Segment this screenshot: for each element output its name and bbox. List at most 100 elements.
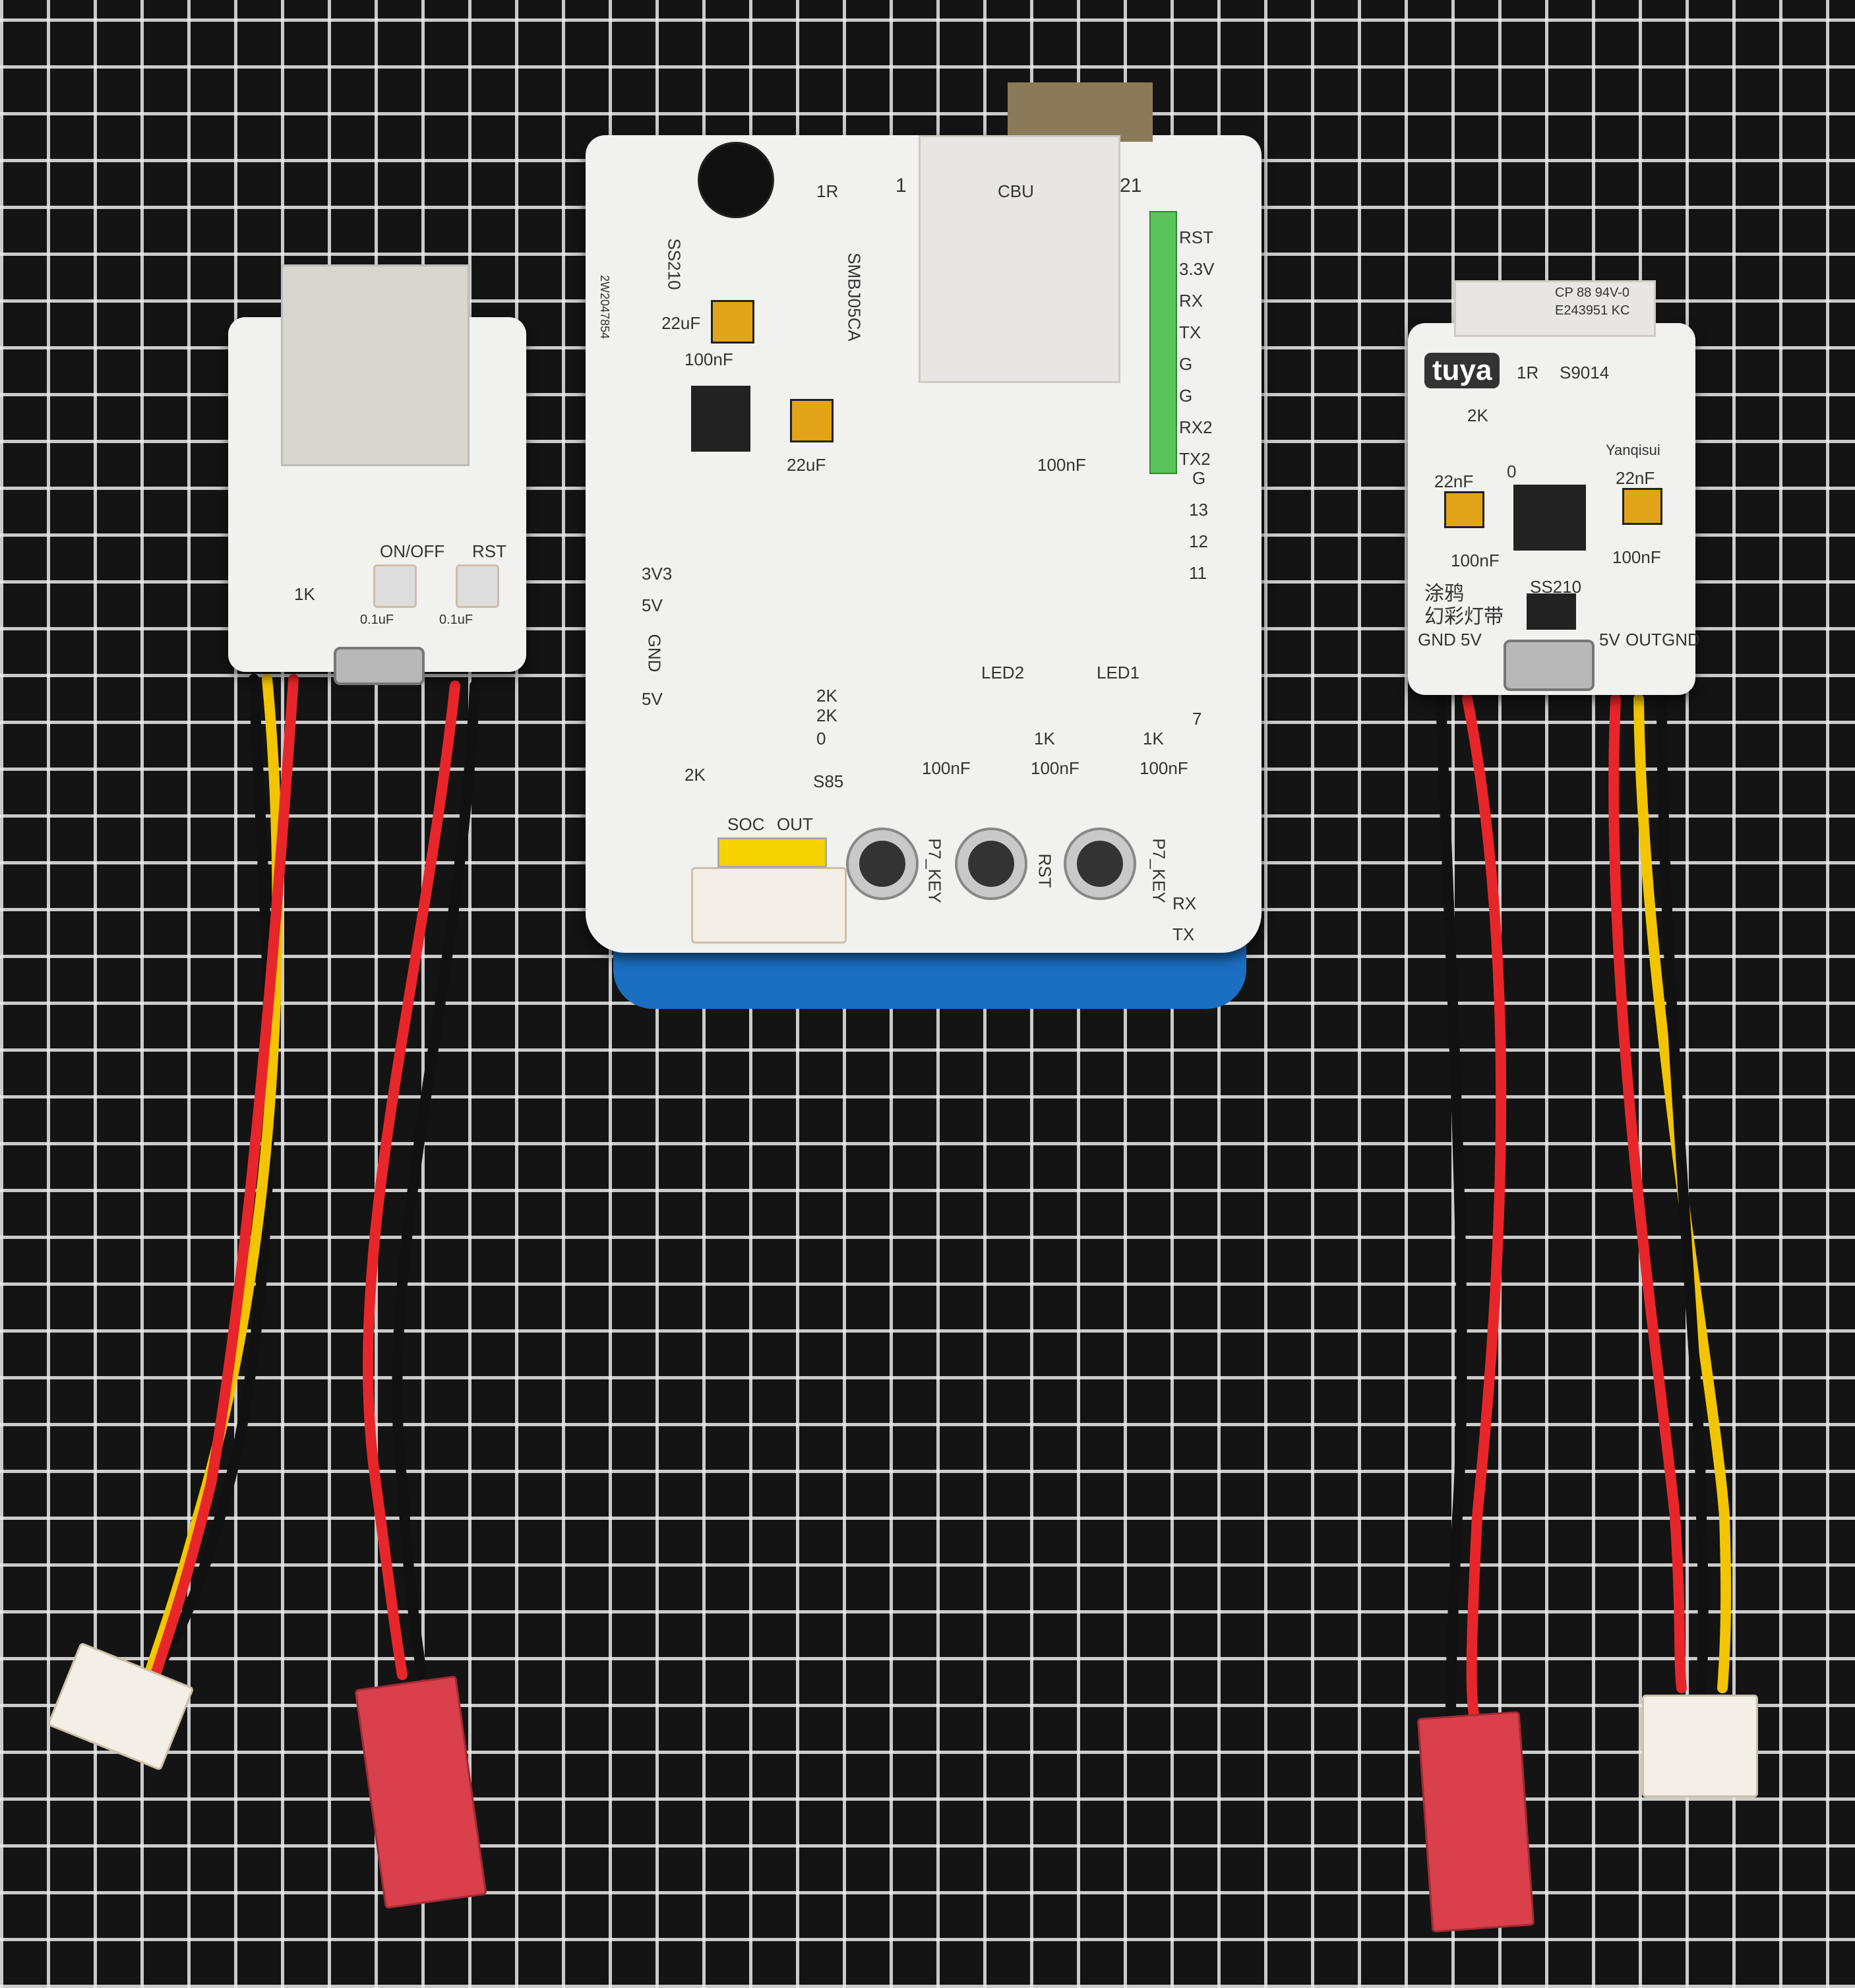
label-chinese-strip: 幻彩灯带 [1424,606,1504,628]
cap-22nf-1 [1444,491,1484,528]
right-pin-tx: TX [1172,924,1195,944]
regulator-chip [691,386,750,452]
right-pin-7: 7 [1192,709,1202,729]
left-wire-red-2 [363,680,460,1680]
label-cap-1: 0.1uF [360,613,394,627]
tuya-logo: tuya [1424,353,1500,388]
label-soc: SOC [727,814,765,834]
right-pin-11: 11 [1189,563,1207,583]
label-cbu: CBU [998,181,1034,201]
left-pin-5v: 5V [642,595,663,615]
pin-gnd-left: GND [1418,630,1456,649]
rst-button[interactable] [968,841,1014,887]
left-pin-5v-2: 5V [642,689,663,709]
header-pin-tx: TX [1179,322,1201,342]
label-smbj05ca: SMBJ05CA [844,253,865,342]
label-22uf-1: 22uF [661,313,701,333]
header-pin-tx2: TX2 [1179,449,1211,469]
right-wire-black [1436,694,1467,1720]
label-ss210: SS210 [664,238,684,290]
label-led2: LED2 [981,663,1025,682]
right-board: CP 88 94V-0 E243951 KC tuya 1R S9014 2K … [1408,280,1700,695]
module-text-1: CP 88 94V-0 [1555,286,1630,300]
label-100nf-b: 100nF [1031,758,1080,778]
micro-usb-port [1504,640,1595,691]
right-wire-red-2 [1608,694,1687,1693]
wifi-module-shield [281,264,470,466]
label-serial: 2W2047854 [598,274,612,340]
label-1k: 1K [294,584,315,604]
cbu-module [919,135,1120,383]
green-pin-header [1149,211,1177,474]
label-100nf-c: 100nF [1140,758,1188,778]
left-wire-black [127,674,275,1693]
label-100nf-1: 100nF [684,349,733,369]
pin-5v-right: 5V [1599,630,1620,649]
label-22nf-1: 22nF [1434,471,1474,491]
header-pin-g2: G [1179,386,1193,406]
p7-key-button-1[interactable] [859,841,905,887]
label-2k-c: 2K [684,765,706,785]
regulator-chip [1513,485,1586,551]
header-pin-rx: RX [1179,291,1203,311]
cap-22nf-2 [1622,488,1662,525]
label-pin-1: 1 [896,175,907,196]
label-yanqisui: Yanqisui [1606,442,1660,458]
rj-connector [1008,82,1153,142]
label-on-off: ON/OFF [380,541,445,561]
label-0: 0 [1507,462,1517,481]
left-wire-red [146,674,299,1693]
right-pin-rx: RX [1172,893,1197,913]
label-0: 0 [816,729,826,748]
rst-button[interactable] [456,564,499,608]
label-1k-b: 1K [1143,729,1164,748]
label-out: OUT [777,814,813,834]
label-22nf-2: 22nF [1616,468,1655,488]
right-white-connector [1642,1695,1758,1797]
pin-5v-left: 5V [1461,630,1482,649]
p7-key-button-2[interactable] [1077,841,1123,887]
tantalum-cap-2 [790,399,834,442]
on-off-button[interactable] [373,564,417,608]
header-pin-rx2: RX2 [1179,417,1213,437]
left-pin-gnd: GND [644,634,665,673]
label-p7-key-1: P7_KEY [925,838,945,903]
label-100nf-1: 100nF [1451,551,1500,570]
left-pin-3v3: 3V3 [642,564,673,584]
header-pin-g1: G [1179,354,1193,374]
right-wire-red [1462,694,1507,1720]
left-board: ON/OFF RST 1K 0.1uF 0.1uF [228,264,526,685]
label-1k-a: 1K [1034,729,1055,748]
label-2k-a: 2K [816,686,837,706]
label-p7-key-2: P7_KEY [1149,838,1169,903]
jumper-header [717,837,827,868]
label-rst: RST [472,541,506,561]
electrolytic-capacitor [698,142,774,218]
label-22uf-2: 22uF [787,455,826,475]
label-1r: 1R [816,181,839,201]
diode-ss210 [1527,593,1576,630]
label-chinese-tuya: 涂鸦 [1424,583,1464,605]
usb-c-port [334,647,425,685]
tantalum-cap-1 [711,300,754,344]
label-s9014: S9014 [1560,363,1610,382]
label-100nf-2: 100nF [1037,455,1086,475]
label-1r: 1R [1517,363,1539,382]
label-2k-b: 2K [816,706,837,725]
label-100nf-a: 100nF [922,758,971,778]
tuya-module: CP 88 94V-0 E243951 KC [1454,280,1656,337]
module-text-2: E243951 KC [1555,303,1630,318]
right-wire-black-2 [1657,694,1709,1693]
pin-gnd-right: GND [1662,630,1700,649]
right-wire-yellow [1633,694,1732,1693]
label-100nf-2: 100nF [1612,547,1661,567]
label-s85: S85 [813,771,844,791]
label-pin-21: 21 [1120,175,1142,196]
left-wire-black-2 [392,680,480,1680]
right-red-jst-connector [1416,1710,1535,1933]
label-led1: LED1 [1097,663,1140,682]
right-pin-12: 12 [1189,531,1208,551]
three-pin-connector [691,867,847,944]
header-pin-3v3: 3.3V [1179,259,1215,279]
